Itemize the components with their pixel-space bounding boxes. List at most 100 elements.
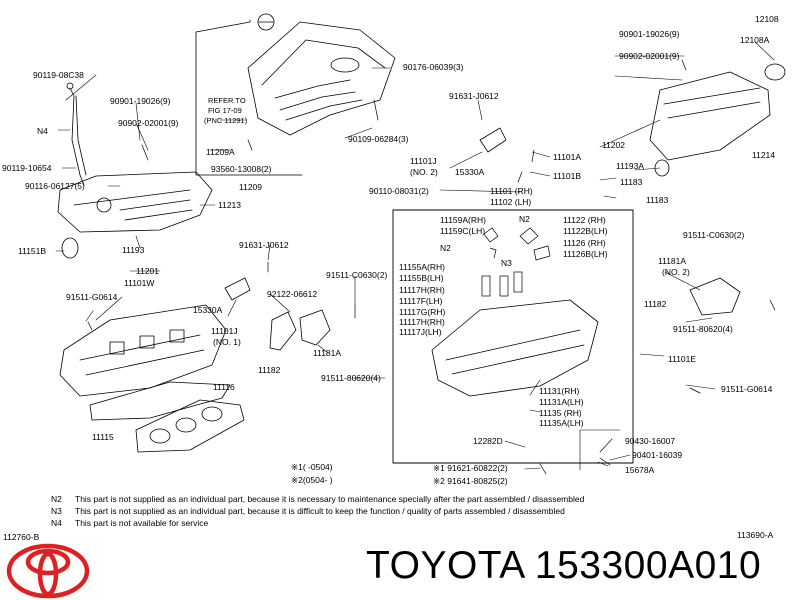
- right-valve-cover-drawing: [649, 63, 786, 161]
- label-90901-19026-right: 90901-19026(9): [619, 29, 680, 39]
- label-11117h2: 11117H(RH): [399, 317, 445, 327]
- valve-train-parts-drawing: [481, 227, 551, 297]
- label-11155a: 11155A(RH): [399, 262, 445, 272]
- bracket-mid-drawing: [269, 309, 331, 351]
- label-11202: 11202: [602, 140, 626, 150]
- label-11117h: 11117H(RH): [399, 285, 445, 295]
- bracket-right-drawing: [689, 277, 741, 316]
- label-15678a: 15678A: [625, 465, 655, 475]
- brand-part-number: TOYOTA 153300A010: [366, 544, 762, 587]
- cover-group-frame: [195, 19, 303, 176]
- label-11209: 11209: [239, 182, 263, 192]
- bolts-drawing: [87, 59, 776, 475]
- label-11122b: 11122B(LH): [563, 226, 608, 236]
- label-90901-19026-left: 90901-19026(9): [110, 96, 171, 106]
- label-11209a: 11209A: [206, 147, 235, 157]
- gasket-lower-drawing: [89, 381, 231, 421]
- note-n3-code: N3: [51, 506, 62, 516]
- label-11183-2: 11183: [646, 195, 669, 205]
- cam-sensor-upper-drawing: [479, 127, 507, 153]
- label-11117j: 11117J(LH): [399, 327, 442, 337]
- label-90110-08031: 90110-08031(2): [369, 186, 429, 196]
- label-11131a: 11131A(LH): [539, 397, 584, 407]
- label-91511-80620-mid: 91511-80620(4): [321, 373, 381, 383]
- note-n3-text: This part is not supplied as an individu…: [75, 506, 565, 516]
- label-11101j-upper: 11101J: [410, 156, 437, 166]
- label-12108a: 12108A: [740, 35, 770, 45]
- label-11182-right: 11182: [644, 299, 667, 309]
- label-15330a-lower: 15330A: [193, 305, 223, 315]
- label-11214: 11214: [752, 150, 776, 160]
- right-seal-drawing: [654, 159, 670, 177]
- label-11183-1: 11183: [620, 177, 643, 187]
- note-n2-code: N2: [51, 494, 62, 504]
- label-91511-c0630-right: 91511-C0630(2): [683, 230, 745, 240]
- label-11101e: 11101E: [668, 354, 697, 364]
- left-bracket-drawing: [69, 87, 87, 186]
- head-gasket-drawing: [135, 399, 245, 453]
- label-91511-c0630-mid: 91511-C0630(2): [326, 270, 388, 280]
- label-11101a: 11101A: [553, 152, 582, 162]
- label-15330a-upper: 15330A: [455, 167, 485, 177]
- figure-code-left: 112760-B: [3, 532, 40, 542]
- label-91631-j0612-upper: 91631-J0612: [449, 91, 499, 101]
- label-11126: 11126 (RH): [563, 238, 606, 248]
- label-11135: 11135 (RH): [539, 408, 582, 418]
- label-n3: N3: [501, 258, 512, 268]
- label-date-2: ※2(0504- ): [291, 475, 333, 485]
- label-11181a-no2: (NO. 2): [662, 267, 690, 277]
- label-90176-06039: 90176-06039(3): [403, 62, 464, 72]
- label-11101b: 11101B: [553, 171, 582, 181]
- label-90119-08c38: 90119-08C38: [33, 70, 84, 80]
- label-refer-to-3: (PNC 11291): [204, 116, 248, 125]
- label-90109-06284: 90109-06284(3): [348, 134, 409, 144]
- label-n2-a: N2: [519, 214, 530, 224]
- label-11101j-no2: (NO. 2): [410, 167, 438, 177]
- label-n4: N4: [37, 126, 48, 136]
- cam-sensor-lower-drawing: [224, 277, 251, 301]
- label-91621-60822: ※1 91621-60822(2): [433, 463, 508, 473]
- label-date-1: ※1( -0504): [291, 462, 333, 472]
- label-11131: 11131(RH): [539, 386, 580, 396]
- label-91641-80825: ※2 91641-80825(2): [433, 476, 508, 486]
- label-11135a: 11135A(LH): [539, 418, 584, 428]
- label-refer-to-2: FIG 17-09: [208, 106, 242, 115]
- left-cylinder-head-drawing: [59, 304, 227, 397]
- label-90430-16007: 90430-16007: [625, 436, 676, 446]
- valve-train-group-frame: [392, 209, 634, 464]
- label-11101j-no1: (NO. 1): [213, 337, 241, 347]
- right-cylinder-head-drawing: [431, 299, 599, 397]
- label-n2-b: N2: [440, 243, 451, 253]
- label-11101j-lower: 11101J: [211, 326, 238, 336]
- label-11155b: 11155B(LH): [399, 273, 444, 283]
- label-11101w: 11101W: [124, 278, 155, 288]
- label-11193-left: 11193: [122, 245, 145, 255]
- label-11181a-left: 11181A: [313, 348, 342, 358]
- label-11151b: 11151B: [18, 246, 47, 256]
- label-11181a-right: 11181A: [658, 256, 687, 266]
- label-11115: 11115: [92, 432, 114, 442]
- left-valve-cover-drawing: [57, 171, 213, 233]
- label-11213: 11213: [218, 200, 242, 210]
- label-90116-06127: 90116-06127(5): [25, 181, 85, 191]
- label-11117g: 11117G(RH): [399, 307, 446, 317]
- label-11159a: 11159A(RH): [440, 215, 486, 225]
- label-93560-13008: 93560-13008(2): [211, 164, 272, 174]
- label-90902-02001-left: 90902-02001(9): [118, 118, 179, 128]
- note-n2-text: This part is not supplied as an individu…: [75, 494, 585, 504]
- label-11201: 11201: [136, 266, 160, 276]
- engine-cover-drawing: [247, 13, 396, 136]
- label-11117f: 11117F(LH): [399, 296, 443, 306]
- label-11122: 11122 (RH): [563, 215, 606, 225]
- figure-code-right: 113690-A: [737, 530, 774, 540]
- toyota-logo-icon: [6, 543, 90, 599]
- label-91511-g0614-left: 91511-G0614: [66, 292, 118, 302]
- leader-lines: [55, 41, 775, 471]
- seal-ring-drawing: [61, 237, 79, 259]
- label-11101-rh: 11101 (RH): [490, 186, 533, 196]
- label-11182-left: 11182: [258, 365, 281, 375]
- label-11116: 11116: [213, 382, 235, 392]
- label-11193a: 11193A: [616, 161, 645, 171]
- label-90401-16039: 90401-16039: [632, 450, 683, 460]
- label-11159c: 11159C(LH): [440, 226, 486, 236]
